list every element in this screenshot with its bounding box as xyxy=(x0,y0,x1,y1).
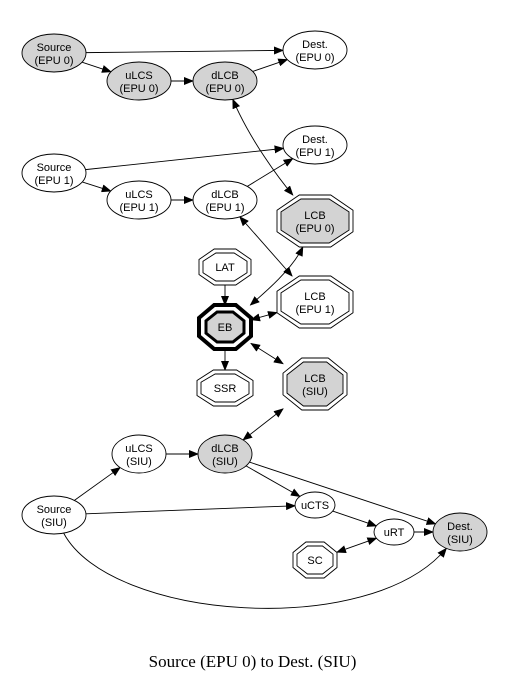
node-label-line2: (SIU) xyxy=(447,534,473,546)
edge-dlcb-siu-to-ucts xyxy=(245,465,301,497)
node-label-line2: (EPU 0) xyxy=(205,83,244,95)
node-label-line1: Source xyxy=(37,162,72,174)
node-label-line1: Source xyxy=(37,504,72,516)
node-ulcs-epu0: uLCS(EPU 0) xyxy=(106,61,172,101)
node-label-line1: uRT xyxy=(384,527,405,539)
node-label-line1: SC xyxy=(307,555,322,567)
node-label-line1: dLCB xyxy=(211,189,239,201)
edge-source-epu1-to-ulcs-epu1 xyxy=(82,181,112,193)
node-label-line1: dLCB xyxy=(211,70,239,82)
edge-source-siu-to-dest-siu xyxy=(63,532,447,609)
edges xyxy=(63,46,447,609)
edge-source-siu-to-ulcs-siu xyxy=(74,466,121,501)
node-ulcs-siu: uLCS(SIU) xyxy=(111,434,167,474)
node-label-line1: Dest. xyxy=(302,134,328,146)
node-source-siu: Source(SIU) xyxy=(21,495,87,535)
node-label-line1: uLCS xyxy=(125,443,153,455)
node-label-line1: Source xyxy=(37,42,72,54)
node-label-line1: LAT xyxy=(215,262,235,274)
node-label-line1: dLCB xyxy=(211,443,239,455)
node-urt: uRT xyxy=(373,518,415,546)
node-label-line1: Dest. xyxy=(447,521,473,533)
node-lcb-epu0: LCB(EPU 0) xyxy=(276,194,354,248)
node-label-line1: LCB xyxy=(304,373,325,385)
node-ucts: uCTS xyxy=(294,491,336,519)
node-label-line2: (SIU) xyxy=(212,456,238,468)
node-dest-siu: Dest.(SIU) xyxy=(432,512,488,552)
node-label-line2: (EPU 1) xyxy=(295,304,334,316)
node-label-line2: (EPU 1) xyxy=(119,202,158,214)
node-label-line2: (EPU 0) xyxy=(34,55,73,67)
node-label-line2: (EPU 0) xyxy=(295,52,334,64)
edge-sc-to-urt xyxy=(336,537,378,553)
node-label-line2: (EPU 0) xyxy=(119,83,158,95)
node-label-line1: LCB xyxy=(304,291,325,303)
node-sc: SC xyxy=(292,541,338,579)
node-label-line2: (EPU 0) xyxy=(295,223,334,235)
nodes: Source(EPU 0)Dest.(EPU 0)uLCS(EPU 0)dLCB… xyxy=(21,30,488,579)
node-lcb-epu1: LCB(EPU 1) xyxy=(276,275,354,329)
node-source-epu0: Source(EPU 0) xyxy=(21,33,87,73)
edge-source-siu-to-ucts xyxy=(85,502,297,515)
node-lat: LAT xyxy=(198,248,252,286)
node-label-line1: EB xyxy=(218,322,233,334)
node-dlcb-epu1: dLCB(EPU 1) xyxy=(192,180,258,220)
edge-lcb-epu0-to-eb xyxy=(249,246,304,306)
edge-ucts-to-urt xyxy=(332,510,378,527)
node-label-line2: (SIU) xyxy=(302,386,328,398)
node-label-line1: SSR xyxy=(214,383,237,395)
node-eb: EB xyxy=(197,303,253,351)
node-label-line2: (SIU) xyxy=(126,456,152,468)
node-dlcb-epu0: dLCB(EPU 0) xyxy=(192,61,258,101)
node-dest-epu1: Dest.(EPU 1) xyxy=(282,125,348,165)
node-label-line1: Dest. xyxy=(302,39,328,51)
node-dest-epu0: Dest.(EPU 0) xyxy=(282,30,348,70)
edge-lcb-siu-to-dlcb-siu xyxy=(242,408,284,441)
edge-dlcb-siu-to-dest-siu xyxy=(249,461,437,525)
node-label-line2: (EPU 1) xyxy=(34,175,73,187)
node-dlcb-siu: dLCB(SIU) xyxy=(197,434,253,474)
edge-dlcb-epu1-to-dest-epu1 xyxy=(247,158,294,187)
node-ulcs-epu1: uLCS(EPU 1) xyxy=(106,180,172,220)
edge-source-epu1-to-dest-epu1 xyxy=(85,145,285,171)
node-label-line2: (EPU 1) xyxy=(295,147,334,159)
node-label-line1: uLCS xyxy=(125,70,153,82)
edge-lcb-epu1-to-eb xyxy=(250,311,278,322)
node-ssr: SSR xyxy=(196,369,254,407)
node-label-line2: (EPU 1) xyxy=(205,202,244,214)
node-label-line2: (SIU) xyxy=(41,517,67,529)
edge-eb-to-lcb-siu xyxy=(250,342,284,365)
node-label-line1: LCB xyxy=(304,210,325,222)
node-label-line1: uCTS xyxy=(301,500,329,512)
flow-diagram: Source(EPU 0)Dest.(EPU 0)uLCS(EPU 0)dLCB… xyxy=(21,30,488,609)
node-label-line1: uLCS xyxy=(125,189,153,201)
edge-source-epu0-to-dest-epu0 xyxy=(85,46,285,55)
node-source-epu1: Source(EPU 1) xyxy=(21,153,87,193)
node-lcb-siu: LCB(SIU) xyxy=(282,357,348,411)
figure-caption: Source (EPU 0) to Dest. (SIU) xyxy=(148,652,357,671)
edge-dlcb-epu0-to-dest-epu0 xyxy=(252,58,289,72)
edge-source-epu0-to-ulcs-epu0 xyxy=(81,61,112,73)
edge-dlcb-epu0-to-lcb-epu0 xyxy=(232,98,294,196)
